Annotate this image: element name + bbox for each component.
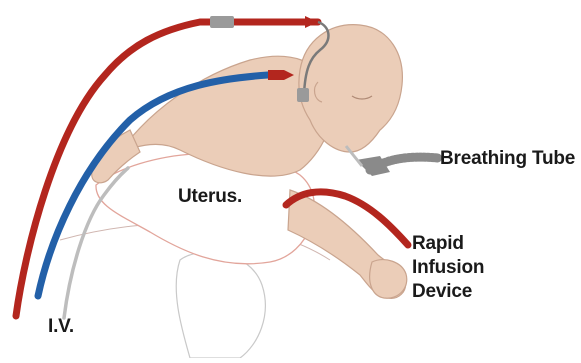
label-iv: I.V. <box>48 316 74 338</box>
red-tube-connector <box>210 16 234 28</box>
red-tube-arrow <box>305 16 318 28</box>
label-breathing-tube: Breathing Tube <box>440 148 575 170</box>
label-rapid-infusion-device: Rapid Infusion Device <box>412 232 484 304</box>
label-rapid-line-3: Device <box>412 280 484 304</box>
baby-hand <box>370 260 407 299</box>
label-uterus: Uterus. <box>178 186 242 208</box>
neck-catheter-hub <box>297 88 309 102</box>
label-rapid-line-1: Rapid <box>412 232 484 256</box>
label-rapid-line-2: Infusion <box>412 256 484 280</box>
pelvis-outline <box>176 252 265 358</box>
